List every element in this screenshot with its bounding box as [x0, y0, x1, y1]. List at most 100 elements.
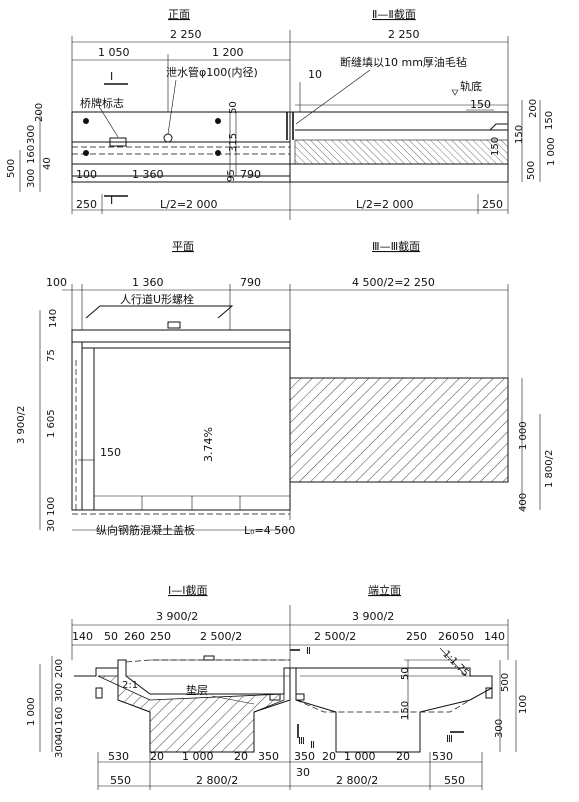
section-mark-I-top: I	[110, 70, 113, 83]
dim-halfL-left: L/2=2 000	[160, 198, 218, 211]
dim-L0: L₀=4 500	[244, 524, 295, 537]
dim-front-2250: 2 250	[170, 28, 202, 41]
dim-140-plan: 140	[48, 309, 59, 328]
dim-1000-right-b: 1 000	[344, 750, 376, 763]
dim-3900half-right: 3 900/2	[352, 610, 394, 623]
title-sec33: Ⅲ—Ⅲ截面	[372, 239, 420, 253]
dim-150-rail: 150	[470, 98, 491, 111]
dim-350-right: 350	[294, 750, 315, 763]
dim-100-front: 100	[76, 168, 97, 181]
dim-260-sec: 260	[124, 630, 145, 643]
dim-790-front: 790	[240, 168, 261, 181]
dim-30-plan: 30	[46, 519, 57, 532]
dim-1000-sec: 1 000	[26, 697, 37, 726]
title-plan: 平面	[172, 240, 194, 253]
label-cushion: 垫层	[186, 683, 208, 697]
dim-20-b: 20	[234, 750, 248, 763]
dim-260-sec-right: 260	[438, 630, 459, 643]
dim-75-plan: 75	[46, 349, 57, 362]
label-joint-fill: 断缝填以10 mm厚油毛毡	[340, 55, 467, 69]
section-view: Ⅰ—Ⅰ截面 端立面 3 900/2 3 900/2 140 50 260 250…	[26, 583, 529, 790]
dim-200-right: 200	[528, 99, 539, 118]
dim-250-sec: 250	[150, 630, 171, 643]
dim-1000-plan: 1 000	[518, 421, 529, 450]
label-drain-pipe: 泄水管φ100(内径)	[166, 65, 258, 79]
dim-350-left: 350	[258, 750, 279, 763]
dim-250-right: 250	[482, 198, 503, 211]
dim-150-right: 150	[544, 111, 555, 130]
title-sec22: Ⅱ—Ⅱ截面	[372, 7, 416, 21]
dim-sec22-2250: 2 250	[388, 28, 420, 41]
title-front: 正面	[168, 8, 190, 21]
dim-4500-half: 4 500/2=2 250	[352, 276, 435, 289]
dim-2500half-right: 2 500/2	[314, 630, 356, 643]
dim-40-sec: 40	[54, 727, 65, 740]
dim-300-sec-right: 300	[494, 719, 505, 738]
dim-1200: 1 200	[212, 46, 244, 59]
dim-790-plan: 790	[240, 276, 261, 289]
dim-1360-plan: 1 360	[132, 276, 164, 289]
dim-50-sec-right: 50	[460, 630, 474, 643]
dim-250-left: 250	[76, 198, 97, 211]
dim-140-sec-right: 140	[484, 630, 505, 643]
dim-500-sec-right: 500	[500, 673, 511, 692]
dim-160-sec: 160	[54, 707, 65, 726]
dim-1360-front: 1 360	[132, 168, 164, 181]
dim-1800half-plan: 1 800/2	[544, 450, 555, 488]
dim-3900half-left: 3 900/2	[156, 610, 198, 623]
dim-2800half-right: 2 800/2	[336, 774, 378, 787]
dim-50-end: 50	[400, 667, 411, 680]
dim-530-left: 530	[108, 750, 129, 763]
title-sec11: Ⅰ—Ⅰ截面	[168, 583, 208, 597]
dim-20-a: 20	[150, 750, 164, 763]
label-slope-pct: 3.74%	[202, 427, 215, 462]
label-cover-plate: 纵向钢筋混凝土盖板	[96, 523, 195, 537]
dim-150-plan: 150	[100, 446, 121, 459]
dim-100-plan-bottom: 100	[46, 497, 57, 516]
label-slope-1-175: 1:1.75	[440, 649, 470, 679]
title-end: 端立面	[368, 583, 401, 597]
dim-40-left: 40	[42, 157, 53, 170]
dim-100-sec-right: 100	[518, 695, 529, 714]
dim-500-right: 500	[526, 161, 537, 180]
label-joint-width: 10	[308, 68, 322, 81]
dim-20-c: 20	[322, 750, 336, 763]
dim-150-sec22b: 150	[514, 125, 525, 144]
mark-II-bottom: Ⅱ	[310, 740, 315, 751]
dim-1050: 1 050	[98, 46, 130, 59]
dim-1000-left: 1 000	[182, 750, 214, 763]
dim-150-sec22: 150	[490, 137, 501, 156]
dim-2800half-left: 2 800/2	[196, 774, 238, 787]
dim-500-left: 500	[6, 159, 17, 178]
dim-20-d: 20	[396, 750, 410, 763]
dim-530-right: 530	[432, 750, 453, 763]
dim-140-sec: 140	[72, 630, 93, 643]
dim-550-right: 550	[444, 774, 465, 787]
label-rail-bottom: 轨底	[460, 79, 482, 93]
dim-halfL-right: L/2=2 000	[356, 198, 414, 211]
section-mark-I-bottom: I	[110, 194, 113, 207]
label-slope-2-1: 2:1	[122, 680, 138, 691]
dim-300-sec: 300	[54, 683, 65, 702]
front-view: 正面 Ⅱ—Ⅱ截面 2 250 2 250 1 050 1 200 I I	[6, 7, 557, 220]
dim-250-sec-right: 250	[406, 630, 427, 643]
label-u-bolt: 人行道U形螺栓	[120, 292, 194, 306]
mark-II-top: Ⅱ	[306, 646, 311, 657]
dim-50-front: 50	[228, 101, 239, 114]
dim-300-sec-b: 300	[54, 739, 65, 758]
dim-200-left: 200	[34, 103, 45, 122]
dim-150-end: 150	[400, 701, 411, 720]
dim-100-plan: 100	[46, 276, 67, 289]
dim-550-left: 550	[110, 774, 131, 787]
plan-view: 平面 Ⅲ—Ⅲ截面 100 1 360 790 4 500/2=2 250 人行道…	[16, 239, 555, 537]
dim-50-sec: 50	[104, 630, 118, 643]
label-bridge-sign: 桥牌标志	[80, 96, 124, 110]
dim-1605-plan: 1 605	[46, 409, 57, 438]
mark-III-right: Ⅲ	[446, 734, 453, 745]
dim-315: 315	[228, 133, 239, 152]
dim-400-plan: 400	[518, 493, 529, 512]
dim-1000-right: 1 000	[546, 137, 557, 166]
dim-2500half-left: 2 500/2	[200, 630, 242, 643]
dim-200-sec: 200	[54, 659, 65, 678]
